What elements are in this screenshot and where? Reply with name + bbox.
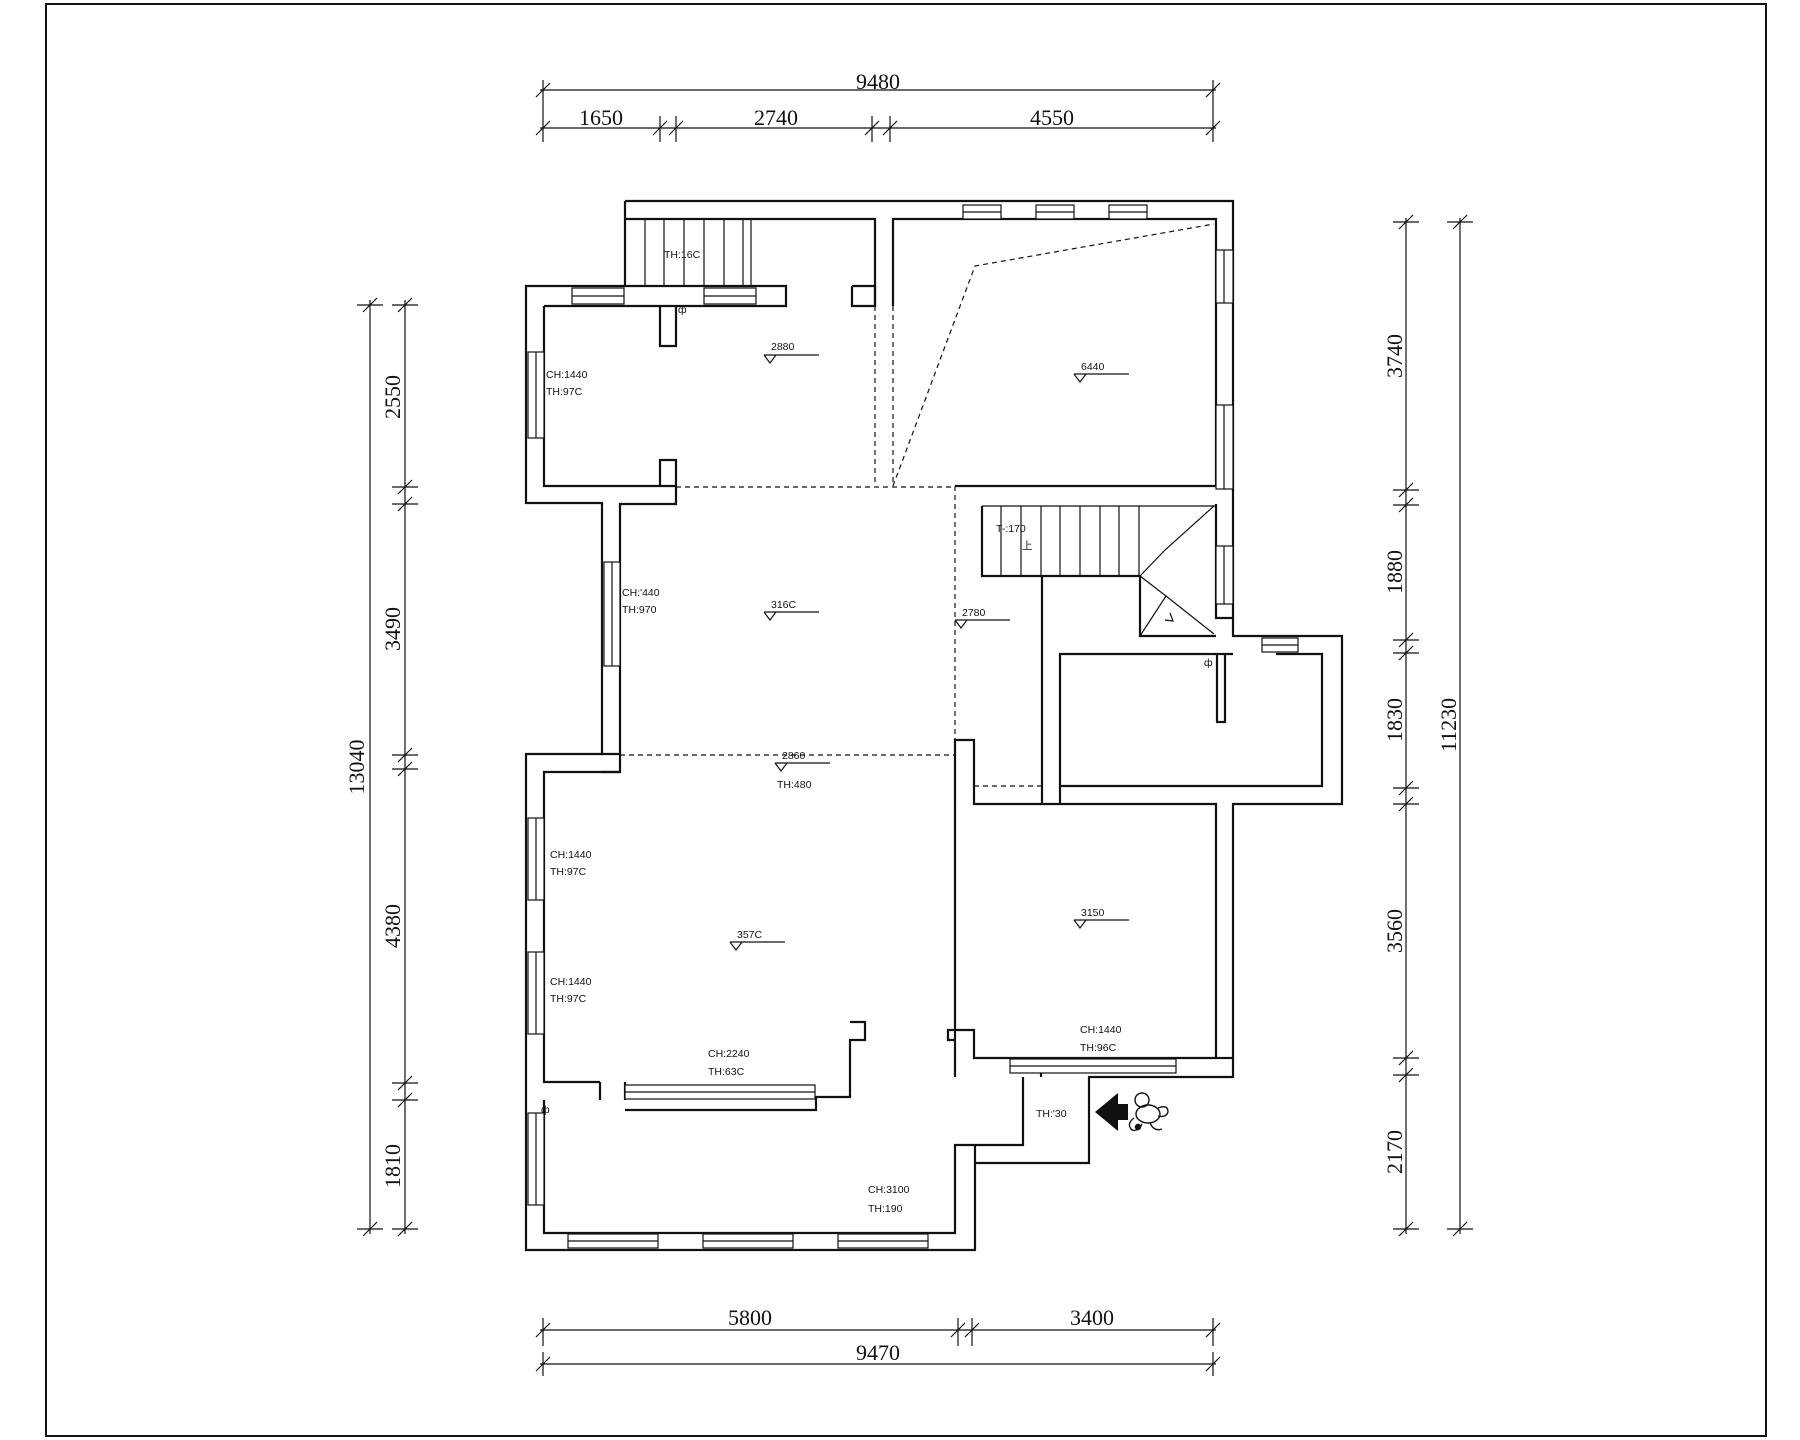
dashed-lines: [620, 223, 1215, 787]
label-th-c: TH:480: [777, 779, 812, 791]
dim-left-4: 1810: [380, 1144, 405, 1188]
dim-top-3: 4550: [1030, 105, 1074, 130]
top-dimensions: 9480 1650 2740 4550: [535, 69, 1221, 142]
label-th-stair: T-:170: [996, 523, 1026, 535]
ceiling-height-r4: 2780: [962, 607, 986, 619]
dim-right-5: 2170: [1382, 1130, 1407, 1174]
staircases: [624, 219, 1215, 637]
drawing-frame: [45, 3, 1767, 1437]
label-ch-i: CH:3100: [868, 1184, 910, 1196]
ceiling-height-r6: 357C: [737, 929, 763, 941]
dim-left-total: 13040: [344, 740, 369, 795]
dim-right-3: 1830: [1382, 698, 1407, 742]
label-th-i: TH:190: [868, 1203, 903, 1215]
label-th-e: TH:97C: [550, 993, 587, 1005]
opening-labels: TH:16C CH:1440 TH:97C CH:'440 TH:970 T-:…: [541, 249, 1213, 1215]
label-th-h: TH:'30: [1036, 1108, 1067, 1120]
label-th-d: TH:97C: [550, 866, 587, 878]
label-th-a: TH:97C: [546, 386, 583, 398]
dim-right-total: 11230: [1436, 698, 1461, 752]
dim-left-2: 3490: [380, 607, 405, 651]
socket-symbol-2: ф: [1204, 657, 1213, 669]
ceiling-height-r2: 6440: [1081, 361, 1105, 373]
right-dimensions: 3740 1880 1830 3560 2170 11230: [1382, 214, 1473, 1237]
entrance-arrow-icon: [1095, 1093, 1128, 1131]
person-figure-icon: [1128, 1092, 1169, 1132]
dim-top-2: 2740: [754, 105, 798, 130]
dim-left-1: 2550: [380, 375, 405, 419]
windows: [527, 204, 1299, 1249]
label-stair-up: 上: [1022, 540, 1033, 552]
dim-top-total: 9480: [856, 69, 900, 94]
label-ch-b: CH:'440: [622, 587, 660, 599]
label-th-top-stair: TH:16C: [664, 249, 701, 261]
ceiling-markers: 2880 6440 316C 2780 2860 357C 3150: [729, 341, 1129, 951]
label-th-g: TH:96C: [1080, 1042, 1117, 1054]
ceiling-height-r1: 2880: [771, 341, 795, 353]
socket-symbol-3: ф: [541, 1104, 550, 1116]
label-th-f: TH:63C: [708, 1066, 745, 1078]
left-dimensions: 13040 2550 3490 4380 1810: [344, 297, 418, 1237]
dim-right-2: 1880: [1382, 550, 1407, 594]
dim-bottom-2: 3400: [1070, 1305, 1114, 1330]
ceiling-height-r3: 316C: [771, 599, 797, 611]
label-th-b: TH:970: [622, 604, 657, 616]
dim-left-3: 4380: [380, 904, 405, 948]
dim-bottom-total: 9470: [856, 1340, 900, 1365]
dim-top-1: 1650: [579, 105, 623, 130]
bottom-dimensions: 5800 3400 9470: [535, 1305, 1221, 1376]
ceiling-height-r7: 3150: [1081, 907, 1105, 919]
label-ch-g: CH:1440: [1080, 1024, 1122, 1036]
socket-symbol-1: ф: [678, 304, 687, 316]
label-ch-e: CH:1440: [550, 976, 592, 988]
label-ch-a: CH:1440: [546, 369, 588, 381]
dim-right-1: 3740: [1382, 334, 1407, 378]
dim-right-4: 3560: [1382, 909, 1407, 953]
dim-bottom-1: 5800: [728, 1305, 772, 1330]
walls: [524, 199, 1344, 1252]
label-ch-f: CH:2240: [708, 1048, 750, 1060]
label-ch-d: CH:1440: [550, 849, 592, 861]
ceiling-height-r5: 2860: [782, 750, 806, 762]
